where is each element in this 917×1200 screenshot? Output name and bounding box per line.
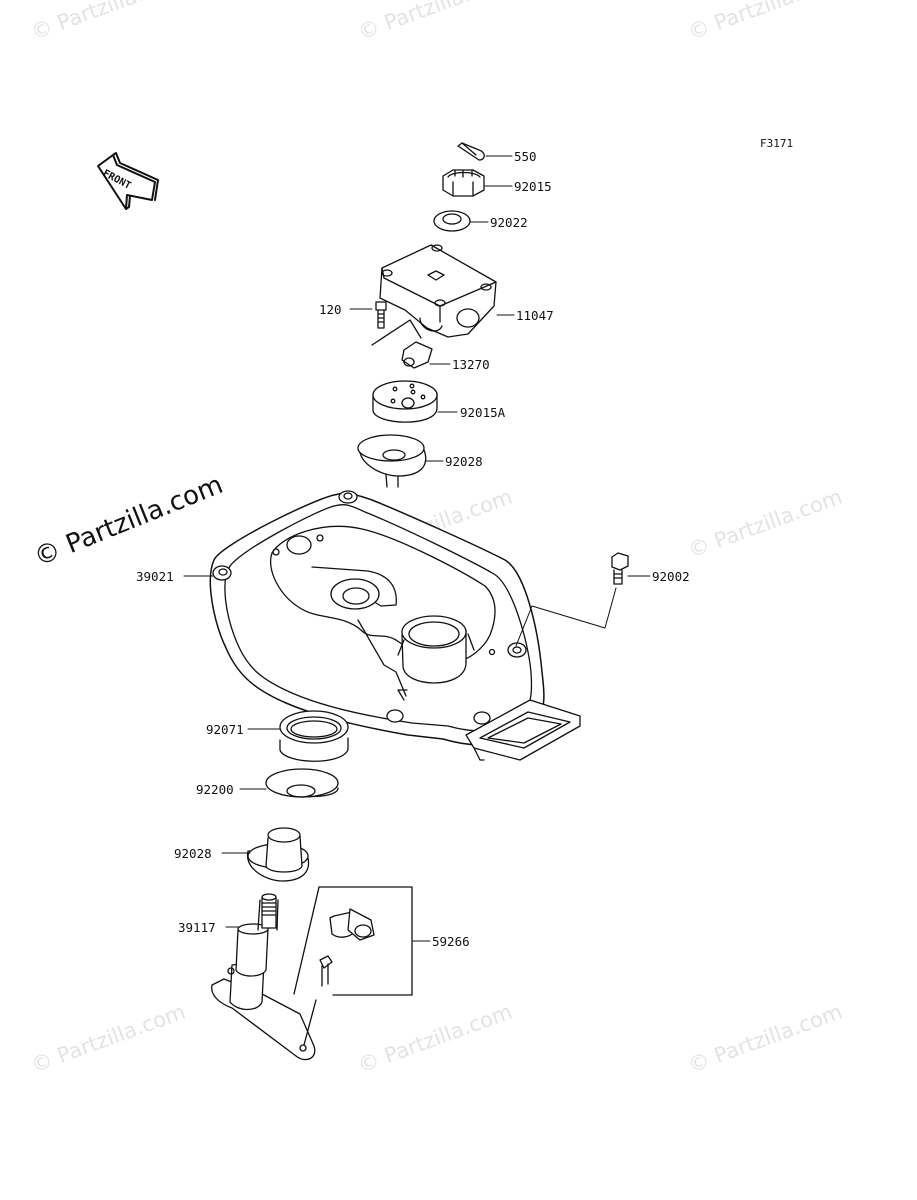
- part-label-39117: 39117: [178, 920, 216, 935]
- part-label-92071: 92071: [206, 722, 244, 737]
- leader-lines: [183, 155, 651, 942]
- part-label-39021: 39021: [136, 569, 174, 584]
- figure-code: F3171: [760, 137, 794, 150]
- cotter-pin-part: [457, 142, 485, 161]
- bushing-part: [247, 827, 310, 882]
- part-label-11047: 11047: [516, 308, 554, 323]
- lever-part: [401, 341, 433, 369]
- part-label-92015a: 92015A: [460, 405, 506, 420]
- part-label-92200: 92200: [196, 782, 234, 797]
- part-label-59266: 59266: [432, 934, 470, 949]
- part-label-13270: 13270: [452, 357, 490, 372]
- part-label-92015: 92015: [514, 179, 552, 194]
- steering-shaft-part: [211, 893, 317, 1061]
- washer-part: [265, 768, 339, 798]
- seal-part: [279, 710, 349, 762]
- part-label-120: 120: [319, 302, 342, 317]
- steering-bracket-part: [379, 244, 497, 338]
- castle-nut-part: [442, 169, 485, 197]
- part-label-92028-top: 92028: [445, 454, 483, 469]
- cable-end-kit-part: [293, 886, 413, 996]
- part-label-92028-bottom: 92028: [174, 846, 212, 861]
- front-arrow-icon: [97, 152, 159, 210]
- part-label-92002: 92002: [652, 569, 690, 584]
- damper-part: [372, 380, 438, 423]
- deck-plate-part: [209, 490, 581, 761]
- part-label-550: 550: [514, 149, 537, 164]
- bolt-part: [371, 301, 422, 346]
- washer-part: [433, 210, 471, 232]
- bushing-part: [357, 434, 427, 488]
- bolt-part: [611, 552, 629, 585]
- part-label-92022: 92022: [490, 215, 528, 230]
